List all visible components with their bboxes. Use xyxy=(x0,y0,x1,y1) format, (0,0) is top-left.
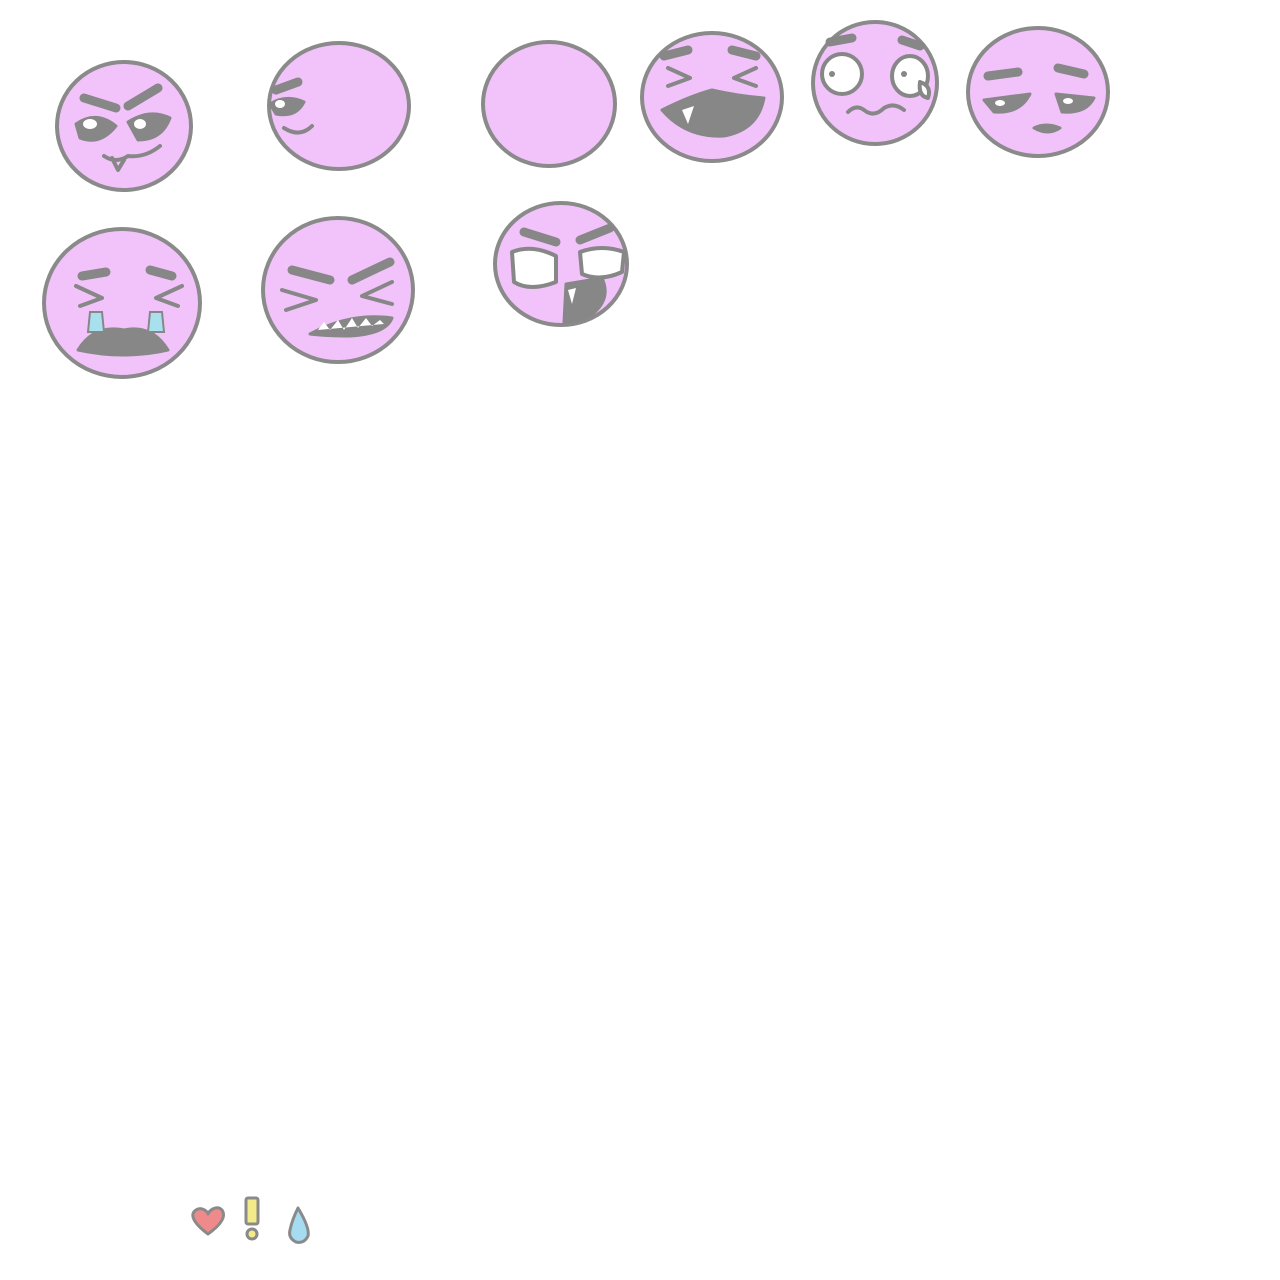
eyebrow-right xyxy=(347,257,395,285)
fang xyxy=(110,156,126,172)
eyebrow-left xyxy=(287,265,335,285)
fang xyxy=(568,288,576,304)
eye-right-squint xyxy=(732,66,758,88)
eyebrow-left xyxy=(825,33,857,47)
exclamation-icon xyxy=(244,1196,260,1241)
eye-left-shine xyxy=(83,119,97,129)
mouth-small xyxy=(1032,123,1062,134)
eyebrow-right xyxy=(897,35,925,51)
heart-icon xyxy=(191,1206,225,1236)
eyebrow-left xyxy=(983,67,1023,81)
mouth xyxy=(282,124,314,135)
face-smug xyxy=(55,60,193,192)
fang xyxy=(682,106,694,124)
eye-right xyxy=(578,246,626,280)
eyebrow-right xyxy=(1053,63,1089,79)
face-circle xyxy=(55,60,193,192)
eye-shine xyxy=(275,100,285,108)
droplet-icon xyxy=(288,1206,310,1244)
eye-right-shine xyxy=(134,119,146,129)
face-angry-teeth xyxy=(261,216,415,364)
mouth-open xyxy=(660,88,766,138)
eye-left xyxy=(510,246,558,289)
eye-right-squint xyxy=(154,284,184,308)
face-circle xyxy=(481,40,617,168)
face-blank xyxy=(481,40,617,168)
face-circle xyxy=(267,41,411,171)
sweat-icon xyxy=(917,80,931,100)
face-laughing xyxy=(640,31,784,163)
eyebrow xyxy=(271,77,303,95)
eye-right-squint xyxy=(360,280,394,306)
face-furious xyxy=(493,201,629,327)
face-crying-laugh xyxy=(42,227,202,379)
mouth-wavy xyxy=(846,103,906,116)
eyebrow-right xyxy=(145,265,177,281)
face-side-glance xyxy=(267,41,411,171)
eye-left-squint xyxy=(74,284,104,308)
pupil-left xyxy=(829,71,835,77)
pupil-right xyxy=(901,71,907,77)
eye-left-shine xyxy=(995,100,1005,106)
eyebrow-left xyxy=(659,45,693,61)
eye-left-squint xyxy=(280,288,318,312)
face-unimpressed xyxy=(966,26,1110,158)
eyebrow-left xyxy=(519,227,561,247)
eyebrow-left xyxy=(77,267,111,281)
eye-left-squint xyxy=(666,66,692,88)
tear-right-icon xyxy=(146,311,166,333)
tear-left-icon xyxy=(86,311,106,333)
eyebrow-left xyxy=(79,93,121,113)
teeth xyxy=(318,318,384,330)
eye-left xyxy=(820,52,864,96)
symbols-row xyxy=(191,1196,310,1244)
face-circle xyxy=(966,26,1110,158)
eyebrow-right xyxy=(123,83,163,111)
eyebrow-right xyxy=(727,45,761,61)
eye-right-shine xyxy=(1063,98,1073,104)
face-shocked xyxy=(811,20,939,146)
eyebrow-right xyxy=(575,223,615,245)
eye-left-half xyxy=(982,92,1032,114)
